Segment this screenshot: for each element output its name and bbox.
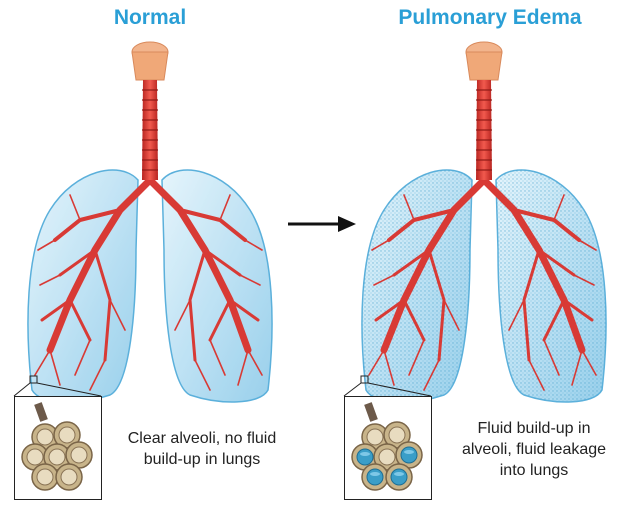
title-normal: Normal [60,6,240,30]
caption-pulmonary-edema: Fluid build-up in alveoli, fluid leakage… [436,418,632,481]
inset-edema-alveoli [344,396,432,500]
caption-normal: Clear alveoli, no fluid build-up in lung… [108,428,296,470]
arrow-right-icon [288,216,356,232]
lungs-edema-illustration [362,42,606,402]
lungs-normal-illustration [28,42,272,402]
title-pulmonary-edema: Pulmonary Edema [360,6,620,30]
inset-normal-alveoli [14,396,102,500]
alveoli-cluster-icon [15,397,101,499]
alveoli-fluid-icon [345,397,431,499]
